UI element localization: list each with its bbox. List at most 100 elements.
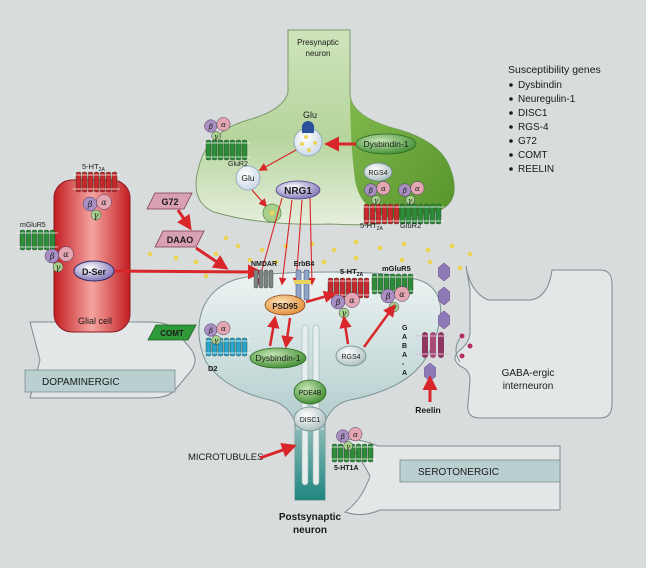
receptor-helix (217, 139, 224, 161)
reelin-hexagon (438, 262, 450, 282)
gene-bullet (509, 167, 513, 171)
glu-vesicle-dot-2 (307, 148, 311, 152)
glutamate-dot (193, 259, 199, 265)
nmdar-subunit (263, 269, 269, 289)
subunit-letter: β (385, 292, 391, 301)
psd95-label: PSD95 (272, 302, 298, 311)
alpha-subunit-icon (376, 181, 391, 196)
receptor-helix (381, 203, 388, 225)
glutamate-dot (353, 255, 359, 261)
gene-bullet (509, 111, 513, 115)
gamma-subunit-icon (343, 441, 353, 451)
susceptibility-title: Susceptibility genes (508, 64, 601, 76)
receptor-helix (81, 171, 88, 193)
glutamate-dot (309, 241, 315, 247)
receptor-helix (25, 229, 32, 251)
receptor-helix (417, 203, 424, 225)
alpha-subunit-icon (216, 321, 231, 336)
gamma-subunit-icon (211, 335, 221, 345)
receptor-helix (337, 443, 344, 463)
gaba-interneuron-label-2: interneuron (503, 381, 554, 392)
gaba-bouton-notch (455, 337, 461, 363)
subunit-letter: γ (374, 196, 379, 205)
psd95-oval (264, 294, 306, 316)
glutamate-dot (235, 243, 241, 249)
postsynaptic-label-1: Postsynaptic (279, 512, 342, 523)
alpha-subunit-icon (96, 194, 112, 210)
gaba-letter: - (402, 361, 405, 368)
subunit-letter: γ (342, 309, 347, 318)
pde4b-oval (293, 379, 327, 405)
mglur5-glial-label: mGluR5 (20, 222, 46, 229)
subunit-letter: β (208, 326, 213, 335)
nrg1-label: NRG1 (284, 186, 312, 197)
gene-bullet (509, 97, 513, 101)
reelin-hexagon (438, 310, 450, 330)
receptor-helix (93, 171, 100, 193)
erbb4-receptor (294, 269, 311, 301)
microtubule-right (312, 324, 320, 486)
gene-item: DISC1 (518, 108, 548, 119)
glutamate-dot (213, 251, 219, 257)
glutamate-dot (425, 247, 431, 253)
subunit-letter: γ (408, 196, 413, 205)
subunit-letter: γ (346, 442, 351, 451)
disc1-label: DISC1 (300, 417, 321, 424)
receptor-helix (393, 203, 400, 225)
microtubules-label: MICROTUBULES (188, 452, 263, 463)
pde4b-label: PDE4B (299, 390, 322, 397)
nmdar-subunit (253, 269, 259, 289)
dser-to-nmdar-arrow (114, 264, 263, 280)
daao-to-cleft-arrow (195, 246, 229, 270)
alpha-subunit-icon (348, 427, 363, 442)
glutamate-dot (247, 257, 253, 263)
disc1-oval (293, 406, 327, 432)
receptor-helix (429, 203, 436, 225)
receptor-helix (205, 139, 212, 161)
receptor-helix (331, 443, 338, 463)
receptor-helix (387, 203, 394, 225)
receptor-helix (111, 171, 118, 193)
nmdar-subunit (268, 269, 274, 289)
presynaptic-green-region (350, 95, 455, 218)
gamma-subunit-icon (211, 131, 221, 141)
rgs4-pre-label: RGS4 (368, 170, 387, 177)
rgs4-post-oval (335, 345, 367, 367)
gene-bullet (509, 83, 513, 87)
gamma-subunit-icon (405, 195, 415, 205)
alpha-subunit-icon (344, 292, 360, 308)
subunit-letter: β (368, 186, 373, 195)
subunit-letter: α (101, 198, 107, 207)
receptor-helix (223, 139, 230, 161)
subunit-letter: α (221, 120, 226, 129)
vesicle-to-glu-arrow (258, 149, 297, 171)
glutamate-dot (223, 235, 229, 241)
ht1a-label: 5-HT1A (334, 465, 359, 472)
glutamate-dot (401, 241, 407, 247)
receptor-helix (43, 229, 50, 251)
gaba-letter: A (402, 352, 407, 359)
postsynaptic-axon (295, 430, 325, 500)
gaba-interneuron-label-1: GABA-ergic (502, 368, 555, 379)
nrg1-oval (275, 180, 321, 200)
mglur5-post-label: mGluR5 (382, 264, 411, 273)
presynaptic-label-1: Presynaptic (297, 38, 339, 47)
subunit-letter: α (349, 296, 355, 305)
glu-to-release-arrow (251, 189, 268, 208)
g72-box (146, 192, 193, 210)
receptor-helix (235, 337, 242, 357)
dser-label: D-Ser (82, 267, 107, 277)
gene-bullet (509, 153, 513, 157)
nmdar-label: NMDAR (251, 261, 277, 268)
reelin-hexagon (438, 286, 450, 306)
receptor-helix (105, 171, 112, 193)
reelin-label: Reelin (415, 405, 441, 415)
glutamate-dot (467, 251, 473, 257)
glutamate-dot (353, 239, 359, 245)
glur2-right-label: GluR2 (400, 221, 421, 230)
erbb4-band (294, 280, 311, 284)
rgs4-pre-oval (363, 162, 393, 182)
